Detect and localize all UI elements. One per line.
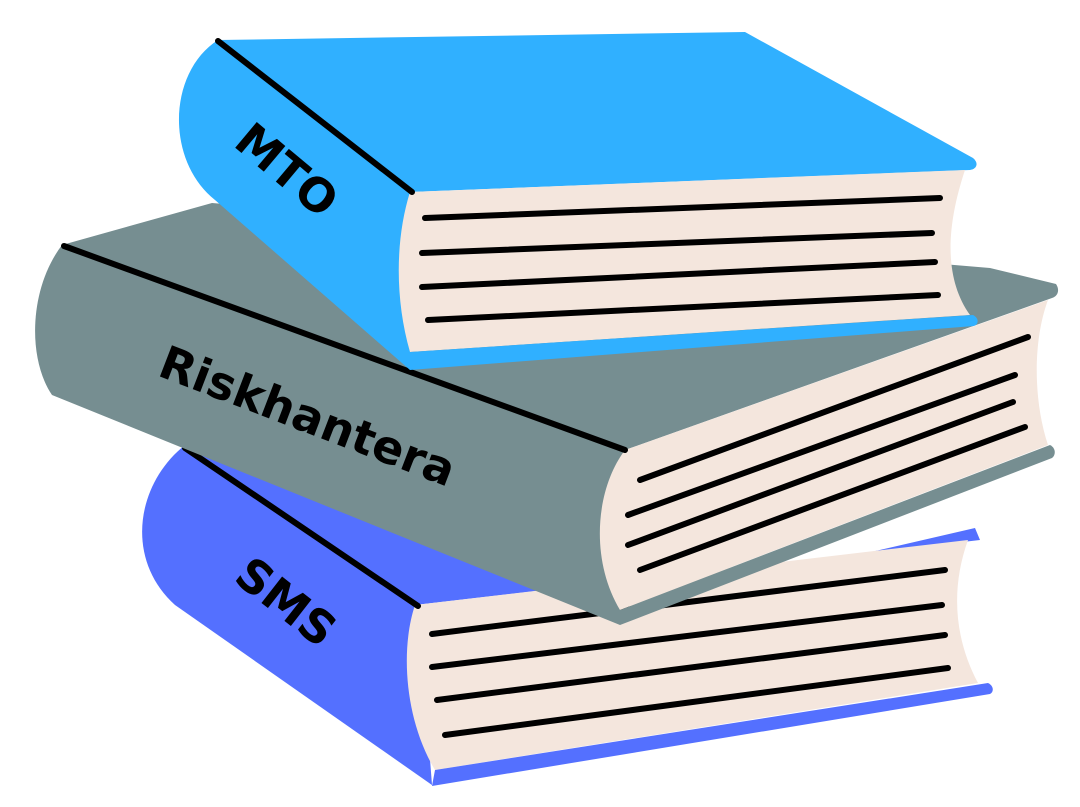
- riskhantera-page-lines: [61, 243, 1031, 573]
- riskhantera-pages: [599, 300, 1048, 610]
- book-mto: MTO: [178, 32, 978, 370]
- sms-spine: [142, 445, 433, 785]
- mto-bottom-edge: [410, 315, 978, 370]
- sms-page-lines: [182, 445, 951, 738]
- sms-pages: [406, 540, 978, 770]
- riskhantera-spine: [35, 245, 626, 625]
- mto-cover: [218, 32, 977, 192]
- mto-spine: [178, 40, 410, 370]
- mto-page-lines: [215, 38, 943, 323]
- book-sms: SMS: [142, 445, 993, 786]
- riskhantera-bottom-edge: [620, 445, 1055, 625]
- sms-bottom-edge: [432, 683, 993, 786]
